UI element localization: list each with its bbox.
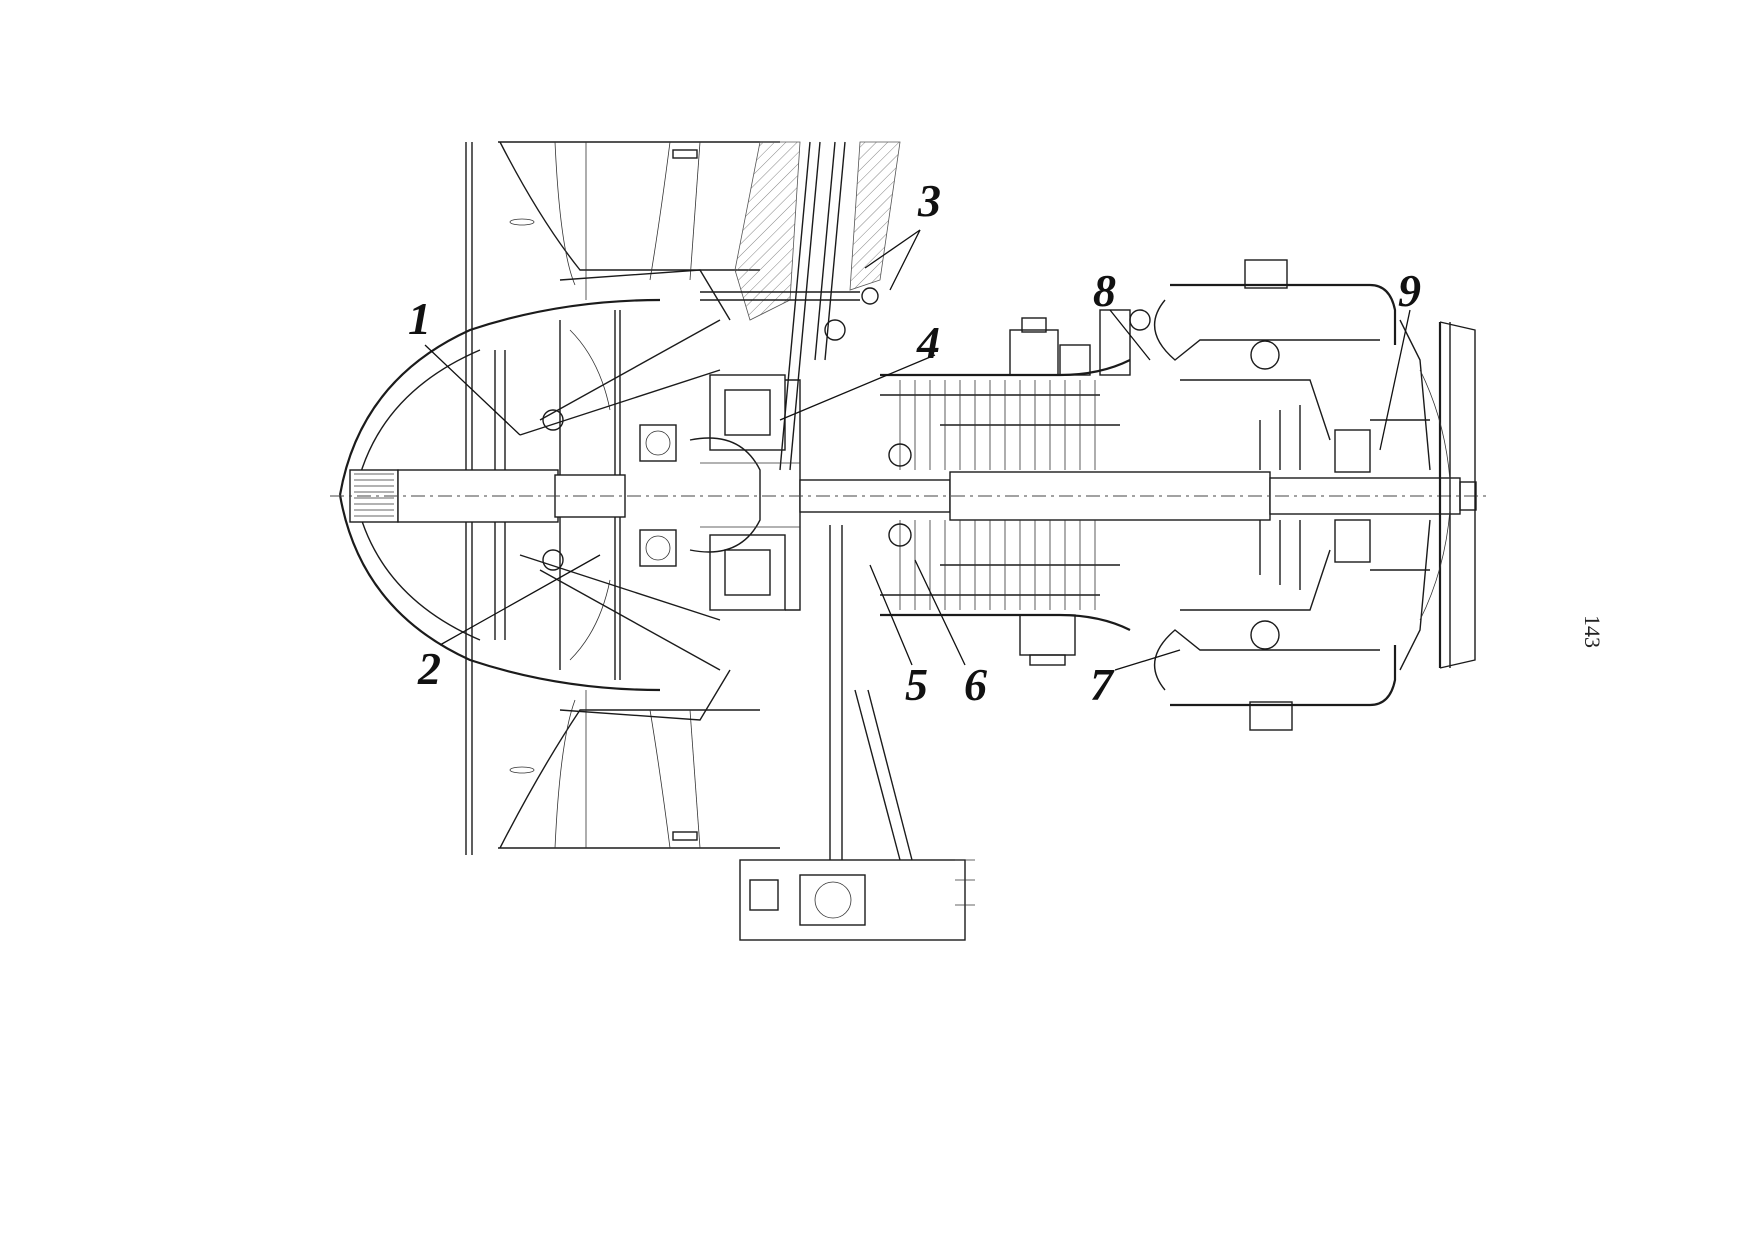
page-number: 143 [1580,615,1605,648]
leader-lines [424,229,1411,671]
reduction-gearbox [689,374,801,611]
turbine [1259,319,1431,671]
main-shaft [330,469,1490,523]
upper-mount-pylon [700,141,901,471]
combustion-chamber [1153,259,1397,731]
callout-9: 9 [1398,265,1421,316]
callout-1: 1 [408,293,431,344]
callout-6: 6 [964,659,987,710]
callout-3: 3 [918,175,941,226]
inlet-nacelle [465,141,780,855]
lower-drive-gearbox [739,525,975,941]
callout-2: 2 [418,643,441,694]
accessory-units [1009,309,1151,666]
callout-7: 7 [1090,659,1113,710]
callout-4: 4 [917,317,940,368]
callout-5: 5 [905,659,928,710]
exhaust-nozzle [1419,321,1476,669]
callout-8: 8 [1093,265,1116,316]
